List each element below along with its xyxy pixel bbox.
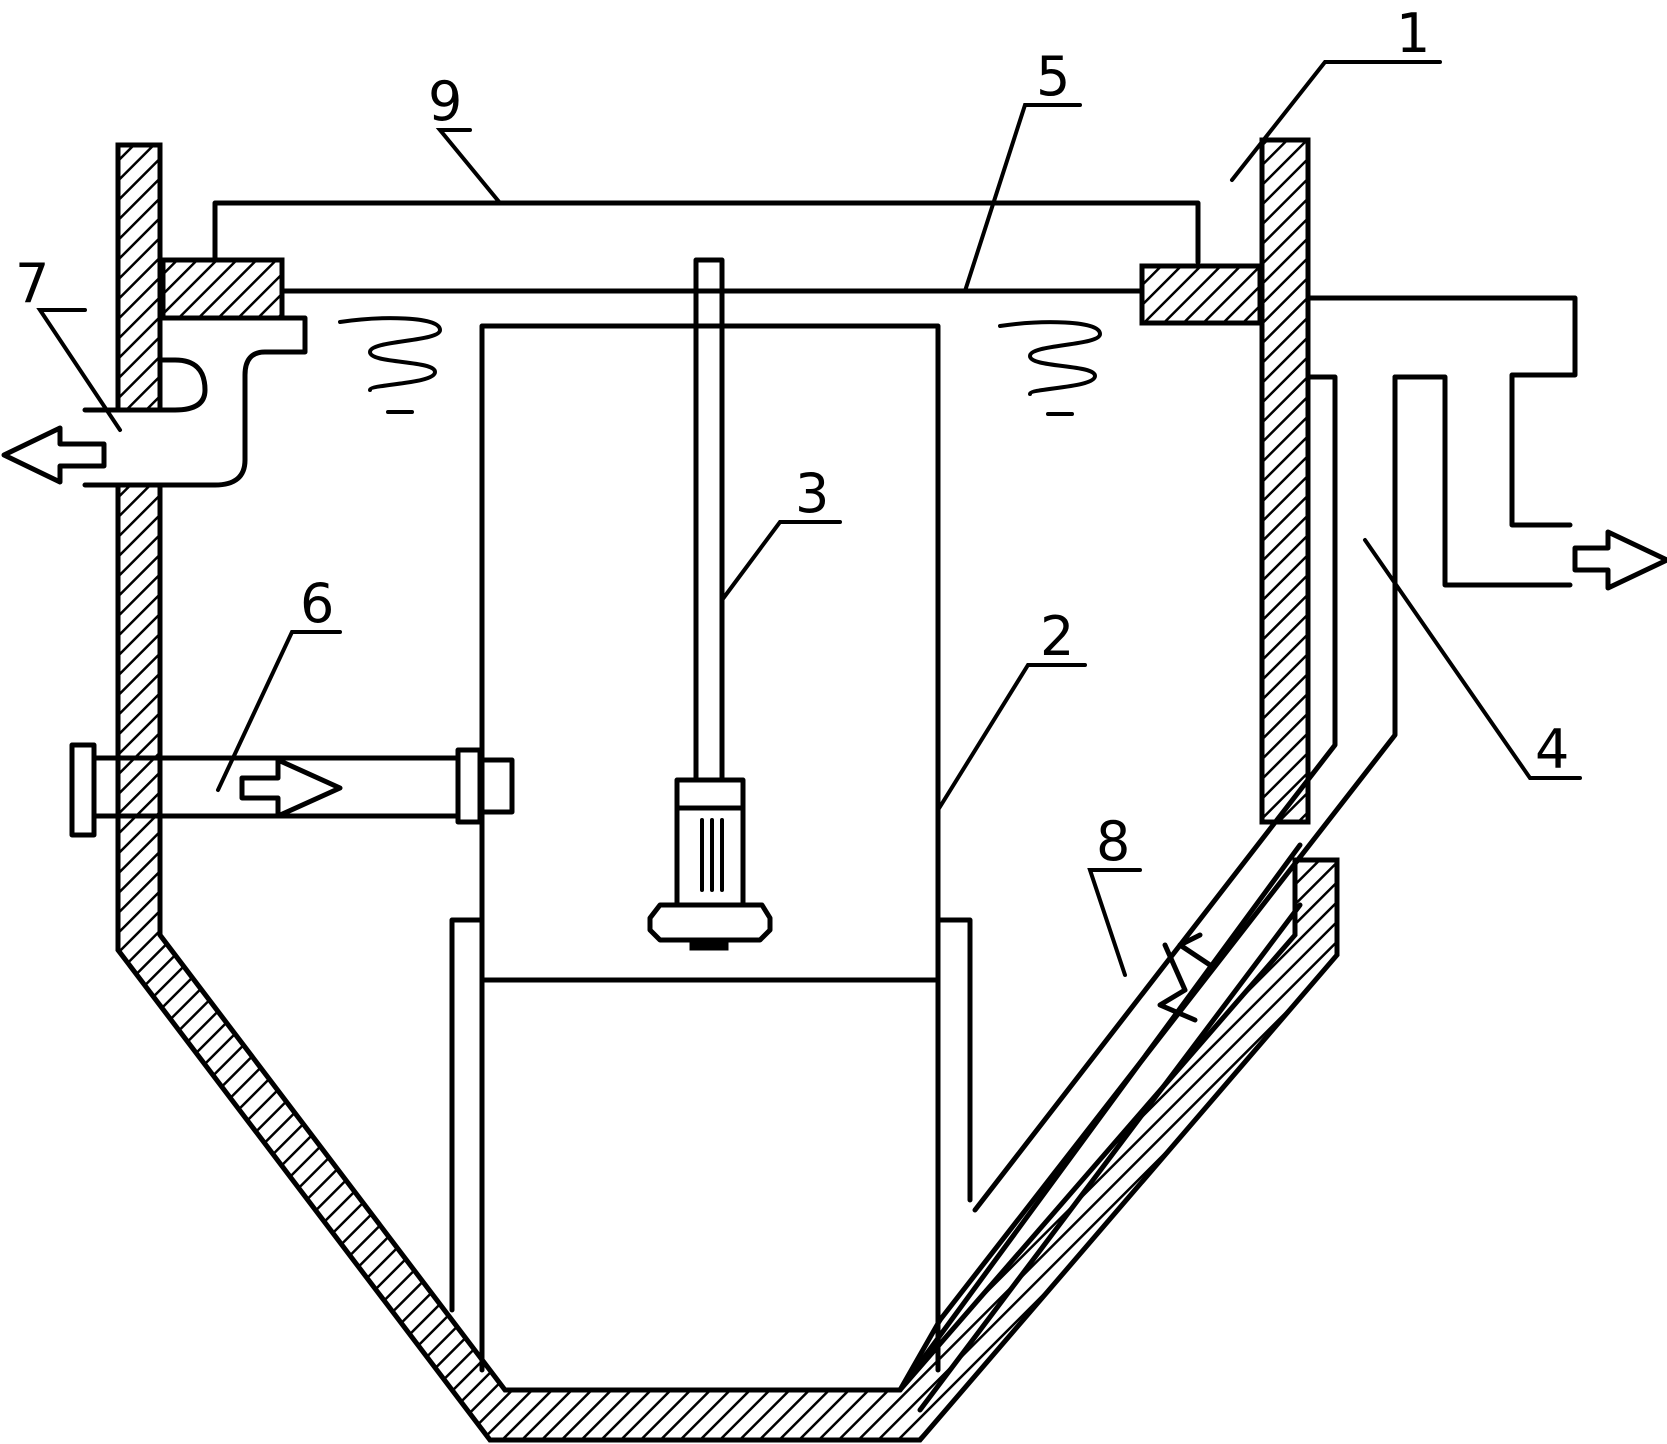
outer-tank-wall <box>115 137 1340 1443</box>
stirrer-impeller <box>647 902 773 943</box>
stirrer-shaft <box>693 257 725 783</box>
label-8: 8 <box>1096 810 1130 873</box>
outlet-arrow-left <box>1 425 107 485</box>
overflow-outlet <box>1 315 308 488</box>
inlet-pipe <box>69 742 515 838</box>
label-2: 2 <box>1040 605 1074 668</box>
part-labels: 1 2 3 4 5 6 7 8 9 <box>15 2 1569 873</box>
label-7: 7 <box>15 252 49 315</box>
discharge-pipe <box>897 295 1667 1413</box>
scraper-break-mark <box>1157 932 1213 1023</box>
label-6: 6 <box>300 572 334 635</box>
wave-mark-right <box>998 320 1103 396</box>
label-3: 3 <box>795 462 829 525</box>
liquid-surface <box>279 288 1145 416</box>
label-1: 1 <box>1396 2 1430 65</box>
discharge-arrow-right <box>1572 529 1667 591</box>
inlet-flange-left <box>69 742 97 838</box>
label-5: 5 <box>1036 45 1070 108</box>
lid <box>160 200 1263 326</box>
inlet-arrow-right <box>239 757 343 819</box>
leader-lines <box>36 60 1582 977</box>
inlet-flange-right <box>455 747 483 825</box>
stirrer <box>647 257 773 951</box>
inner-cylinder <box>449 323 973 1373</box>
lid-right-clamp <box>1139 263 1263 326</box>
wave-mark-left <box>338 316 443 392</box>
label-4: 4 <box>1535 718 1569 781</box>
label-9: 9 <box>428 70 462 133</box>
lid-left-clamp <box>160 257 285 321</box>
